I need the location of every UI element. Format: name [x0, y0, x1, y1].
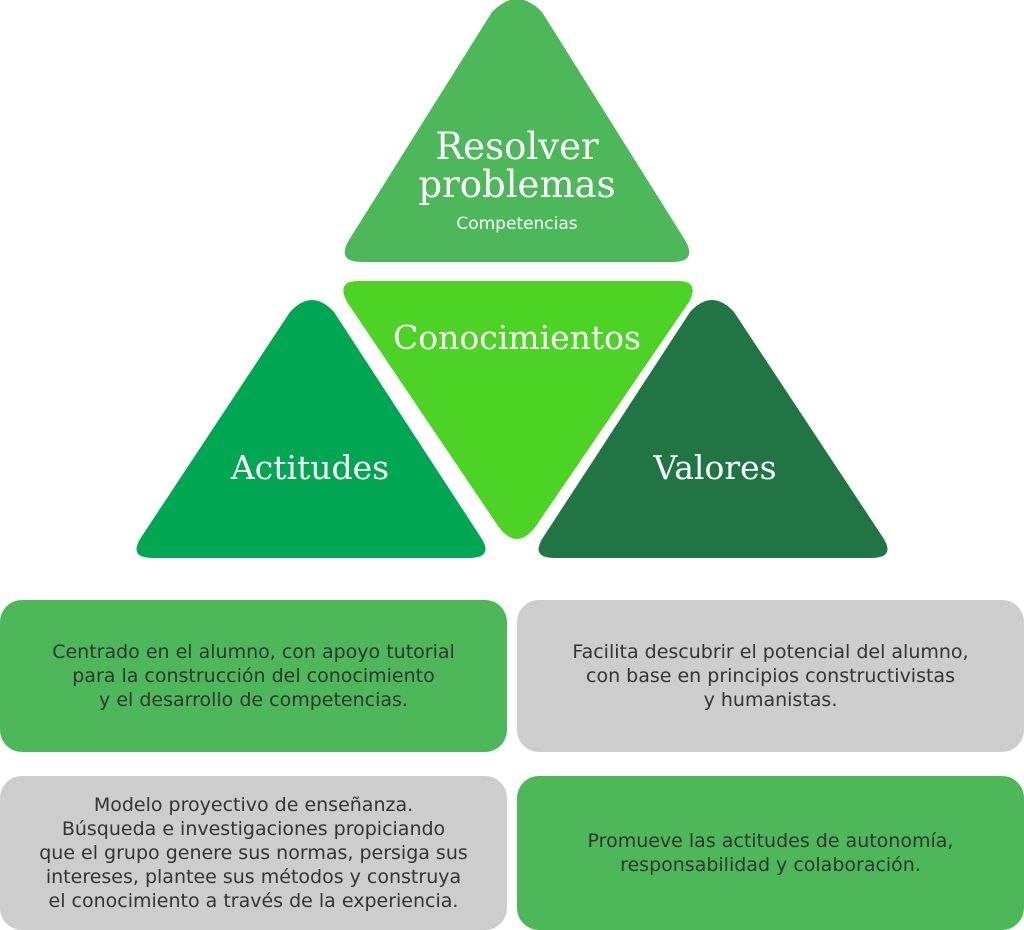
box-bottom-right: Promueve las actitudes de autonomía, res… — [517, 776, 1024, 930]
box-top-right: Facilita descubrir el potencial del alum… — [517, 600, 1024, 752]
left-triangle-title: Actitudes — [230, 448, 390, 487]
top-triangle-title: Resolver problemas — [347, 128, 687, 204]
triangle-conocimientos — [343, 281, 693, 539]
right-triangle-title: Valores — [653, 448, 777, 487]
box-bottom-left: Modelo proyectivo de enseñanza. Búsqueda… — [0, 776, 507, 930]
triangle-actitudes — [136, 300, 486, 558]
pyramid-diagram — [136, 0, 888, 558]
triangle-valores — [538, 300, 888, 558]
center-triangle-title: Conocimientos — [393, 318, 641, 357]
triangle-resolver-problemas — [344, 0, 690, 262]
top-triangle-subtitle: Competencias — [456, 214, 578, 234]
box-top-left: Centrado en el alumno, con apoyo tutoria… — [0, 600, 507, 752]
top-title-line2: problemas — [418, 163, 616, 206]
top-title-line1: Resolver — [435, 125, 599, 168]
